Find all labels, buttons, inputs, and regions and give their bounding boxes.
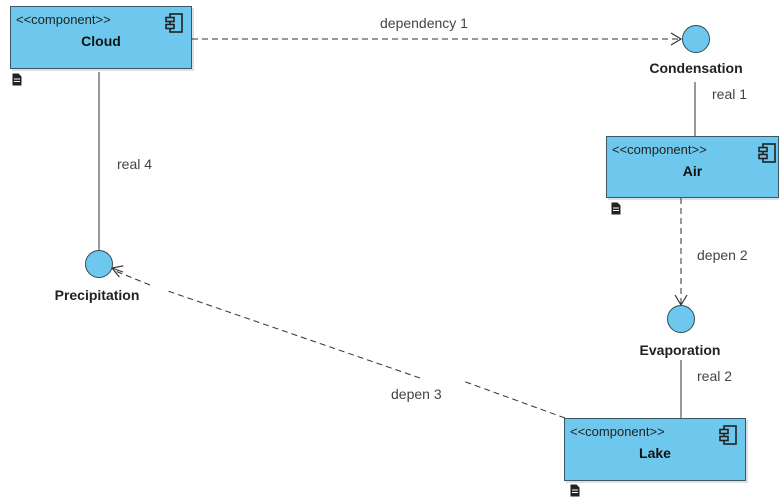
component-name: Lake bbox=[639, 445, 671, 461]
document-icon bbox=[570, 484, 580, 497]
component-stereotype: <<component>> bbox=[16, 12, 111, 27]
depen-3-arrowhead bbox=[110, 265, 124, 278]
cloud-component[interactable]: <<component>> Cloud bbox=[10, 6, 192, 69]
precipitation-interface[interactable] bbox=[85, 250, 113, 278]
dependency-1-label: dependency 1 bbox=[380, 15, 468, 31]
component-name: Cloud bbox=[81, 33, 121, 49]
component-name: Air bbox=[682, 163, 703, 179]
depen-3-label: depen 3 bbox=[391, 386, 442, 402]
air-component[interactable]: <<component>> Air bbox=[606, 136, 779, 198]
real-1-label: real 1 bbox=[712, 86, 748, 102]
component-stereotype: <<component>> bbox=[612, 142, 707, 157]
component-icon bbox=[165, 13, 183, 33]
precipitation-label: Precipitation bbox=[54, 287, 140, 303]
depen-2-label: depen 2 bbox=[697, 247, 748, 263]
component-stereotype: <<component>> bbox=[570, 424, 665, 439]
evaporation-label: Evaporation bbox=[639, 342, 721, 358]
document-icon bbox=[12, 73, 22, 86]
component-icon bbox=[758, 143, 776, 163]
condensation-label: Condensation bbox=[649, 60, 743, 76]
evaporation-interface[interactable] bbox=[667, 305, 695, 333]
real-4-label: real 4 bbox=[117, 156, 153, 172]
condensation-interface[interactable] bbox=[682, 25, 710, 53]
depen-3-connector[interactable] bbox=[112, 269, 566, 419]
document-icon bbox=[611, 202, 621, 215]
real-2-label: real 2 bbox=[697, 368, 733, 384]
lake-component[interactable]: <<component>> Lake bbox=[564, 418, 746, 481]
component-icon bbox=[719, 425, 737, 445]
